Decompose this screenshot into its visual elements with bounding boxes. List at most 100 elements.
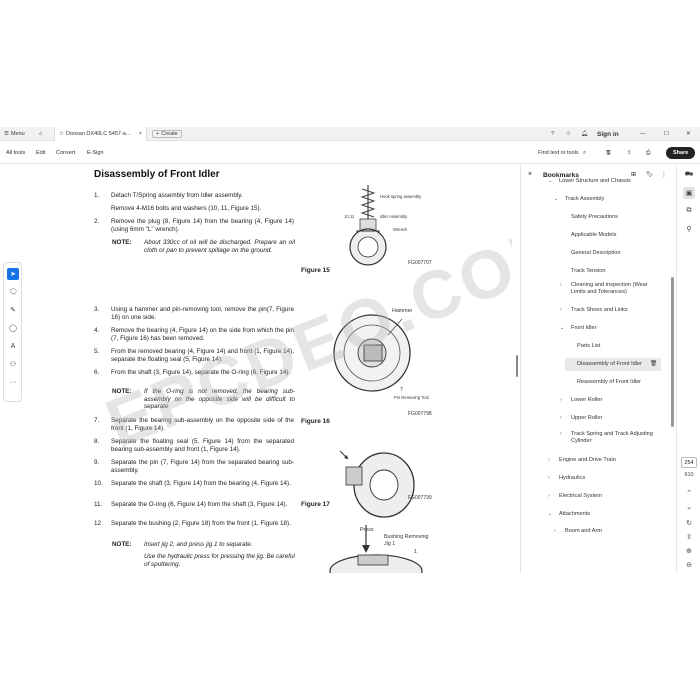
right-rail: 🗪︎ ▣ ⧉ ⚲ 254 910 ⌃ ⌄ ↻ ⇳ ⊕ ⊖ <box>676 165 700 573</box>
close-panel-icon[interactable]: × <box>528 171 533 178</box>
more-options-icon[interactable]: ⋮ <box>661 172 667 178</box>
bookmark-item[interactable]: Track Tension <box>559 268 659 276</box>
create-button[interactable]: + Create <box>152 130 182 138</box>
chevron-right-icon[interactable]: › <box>548 475 550 481</box>
text-box-icon[interactable]: A <box>10 342 16 350</box>
bookmark-item[interactable]: ›Cleaning and Inspection (Wear Limits an… <box>559 282 663 296</box>
zoom-in-icon[interactable]: ⊕ <box>686 548 692 555</box>
tab-bar: ☰ Menu ⌂ ☆ Doosan DX40LC 5457-a… × + Cre… <box>0 127 700 141</box>
zoom-out-icon[interactable]: ⊖ <box>686 562 692 569</box>
bookmark-item[interactable]: ›Electrical System <box>547 493 659 501</box>
pen-icon[interactable]: ✎ <box>10 307 16 314</box>
bookmark-label: Track Assembly <box>565 196 605 202</box>
edit-button[interactable]: Edit <box>36 150 46 156</box>
comments-panel-icon[interactable]: 🗪︎ <box>684 170 694 178</box>
chevron-right-icon[interactable]: › <box>548 165 555 167</box>
figure-code: FG007799 <box>408 495 432 501</box>
all-tools-button[interactable]: All tools <box>6 150 26 156</box>
convert-button[interactable]: Convert <box>56 150 76 156</box>
bookmark-item[interactable]: ⌄ Track Assembly <box>553 196 659 204</box>
bookmark-item[interactable]: Applicable Models <box>559 232 659 240</box>
pages-panel-icon[interactable]: ⧉ <box>686 207 692 214</box>
bookmarks-scrollbar[interactable] <box>671 277 674 427</box>
figure-label: Jig 1 <box>384 541 396 547</box>
step-sub-text: Remove 4-M16 bolts and washers (10, 11, … <box>111 205 262 212</box>
bookmark-item[interactable]: ⌄Attachments <box>547 511 659 519</box>
panel-title: Bookmarks <box>543 172 579 179</box>
more-icon[interactable]: ··· <box>9 378 17 386</box>
menu-button[interactable]: ☰ Menu <box>4 131 25 137</box>
help-icon[interactable]: ? <box>551 131 555 137</box>
bookmark-item[interactable]: ⌄Lower Structure and Chassis <box>547 178 659 186</box>
chevron-down-icon[interactable]: ⌄ <box>548 178 553 184</box>
save-icon[interactable]: 🖫︎ <box>606 149 611 156</box>
find-text-button[interactable]: Find text or tools <box>538 150 579 156</box>
bookmark-item[interactable]: Safety Precautions <box>559 214 659 222</box>
notifications-icon[interactable]: 🔔︎ <box>581 131 588 137</box>
settings-icon[interactable]: ⚙ <box>566 131 571 137</box>
bookmark-item[interactable]: ⌄ Front Idler <box>559 325 659 333</box>
select-cursor-icon[interactable]: ➤ <box>7 268 19 280</box>
home-icon[interactable]: ⌂ <box>39 131 43 137</box>
chevron-down-icon[interactable]: ⌄ <box>554 196 559 202</box>
chevron-right-icon[interactable]: › <box>548 493 550 499</box>
bookmark-item[interactable]: General Description <box>559 250 659 258</box>
bookmark-item[interactable]: ›Upper Roller <box>559 415 659 423</box>
chevron-right-icon[interactable]: › <box>560 397 562 403</box>
figure-label: Bushing Removing <box>384 534 429 540</box>
bookmark-item[interactable]: ›Hydraulics <box>547 475 659 483</box>
delete-icon[interactable]: 🗑︎ <box>649 361 657 367</box>
bookmarks-panel-icon[interactable]: ▣ <box>683 187 695 199</box>
chevron-right-icon[interactable]: › <box>554 528 556 534</box>
figure-18-drawing <box>329 525 423 573</box>
tab-document[interactable]: ☆ Doosan DX40LC 5457-a… × <box>54 127 147 141</box>
hamburger-icon: ☰ <box>4 131 9 137</box>
bookmark-item[interactable]: ›Track Shoes and Links <box>559 307 659 315</box>
chevron-right-icon[interactable]: › <box>560 307 562 313</box>
page-number-input[interactable]: 254 <box>681 457 697 468</box>
star-icon[interactable]: ☆ <box>59 131 64 137</box>
chevron-down-icon[interactable]: ⌄ <box>548 511 553 517</box>
share-button[interactable]: Share <box>666 147 696 159</box>
scroll-icon[interactable]: ⇳ <box>686 534 692 541</box>
chevron-right-icon[interactable]: › <box>560 431 562 437</box>
figure-code: FG007798 <box>408 411 432 417</box>
minimize-icon[interactable]: — <box>640 131 646 137</box>
bookmark-item[interactable]: ›Track Spring and Track Adjusting Cylind… <box>559 431 659 445</box>
upload-icon[interactable]: ⇪ <box>627 150 632 156</box>
figure-label: 10,11 <box>344 214 355 219</box>
bookmark-item[interactable]: Parts List <box>565 343 659 351</box>
attachments-icon[interactable]: ⚲ <box>686 226 692 233</box>
bookmark-item[interactable]: Disassembly of Front Idler🗑︎ <box>565 358 661 371</box>
sign-in-button[interactable]: Sign in <box>597 130 619 138</box>
chevron-right-icon[interactable]: › <box>560 415 562 421</box>
bookmark-item[interactable]: ›Upper Structure <box>547 165 659 168</box>
bookmark-item[interactable]: › Lower Roller <box>559 397 659 405</box>
esign-button[interactable]: E-Sign <box>87 150 104 156</box>
bookmark-label: Lower Roller <box>571 397 603 403</box>
document-scrollbar-thumb[interactable] <box>516 355 518 377</box>
window-close-icon[interactable]: ✕ <box>686 131 691 137</box>
left-tool-rail: ➤ 🗨︎ ✎ ◯ A ⚇ ··· <box>3 262 22 402</box>
bookmark-label: Front Idler <box>571 325 597 331</box>
chevron-right-icon[interactable]: › <box>548 457 550 463</box>
bookmark-item[interactable]: ›Boom and Arm <box>553 528 659 536</box>
document-scrollbar[interactable] <box>515 165 519 573</box>
chevron-right-icon[interactable]: › <box>560 282 562 288</box>
stamp-icon[interactable]: ⚇ <box>9 361 17 368</box>
chevron-up-icon[interactable]: ⌃ <box>686 490 692 497</box>
print-icon[interactable]: ⎙ <box>646 149 651 156</box>
close-icon[interactable]: × <box>138 131 142 137</box>
bookmark-icon[interactable]: 🔖︎ <box>646 172 654 178</box>
comment-icon[interactable]: 🗨︎ <box>8 289 18 296</box>
bookmark-item[interactable]: Reassembly of Front Idler <box>565 379 659 387</box>
search-icon[interactable]: ⌕ <box>583 149 587 156</box>
maximize-icon[interactable]: ☐ <box>664 131 669 137</box>
lasso-icon[interactable]: ◯ <box>9 325 17 332</box>
chevron-down-icon[interactable]: ⌄ <box>686 504 692 511</box>
bookmark-label: Track Tension <box>571 268 606 274</box>
refresh-icon[interactable]: ↻ <box>686 520 692 527</box>
add-bookmark-icon[interactable]: ⊞ <box>631 172 637 178</box>
chevron-down-icon[interactable]: ⌄ <box>560 325 565 331</box>
bookmark-item[interactable]: ›Engine and Drive Train <box>547 457 659 465</box>
